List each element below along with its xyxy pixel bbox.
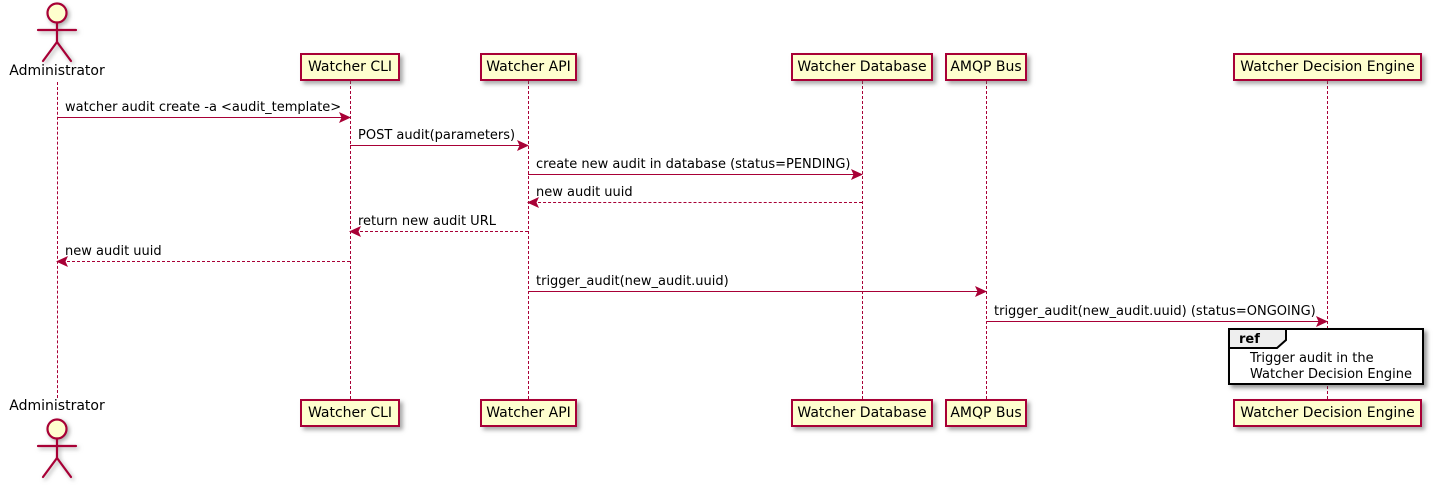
participant-label: Watcher Decision Engine: [1240, 405, 1415, 421]
arrowhead-icon: [517, 140, 529, 151]
actor-icon: [36, 418, 78, 479]
participant-label: Watcher Decision Engine: [1240, 59, 1415, 75]
participant-amqp-bus-top: AMQP Bus: [945, 53, 1027, 81]
message-3: create new audit in database (status=PEN…: [528, 155, 863, 180]
arrowhead-icon: [1316, 316, 1328, 327]
lifeline-watcher-decision-engine: [1327, 81, 1328, 399]
participant-watcher-cli-bottom: Watcher CLI: [300, 399, 400, 427]
message-line: [528, 174, 862, 175]
message-line: [57, 117, 350, 118]
lifeline-administrator: [57, 82, 58, 398]
message-label: new audit uuid: [536, 185, 633, 200]
ref-header: ref: [1228, 328, 1287, 349]
message-label: new audit uuid: [65, 244, 162, 259]
ref-fragment: ref Trigger audit in the Watcher Decisio…: [1228, 328, 1424, 385]
message-5: return new audit URL: [349, 212, 528, 237]
participant-amqp-bus-bottom: AMQP Bus: [945, 399, 1027, 427]
participant-watcher-api-top: Watcher API: [480, 53, 577, 81]
ref-text-line: Watcher Decision Engine: [1250, 367, 1412, 382]
participant-watcher-database-top: Watcher Database: [791, 53, 933, 81]
message-label: trigger_audit(new_audit.uuid) (status=ON…: [994, 304, 1316, 319]
arrowhead-icon: [339, 112, 351, 123]
lifeline-watcher-api: [528, 81, 529, 399]
message-4: new audit uuid: [527, 183, 862, 208]
message-2: POST audit(parameters): [350, 126, 529, 151]
ref-keyword: ref: [1239, 332, 1260, 347]
lifeline-watcher-database: [862, 81, 863, 399]
lifeline-amqp-bus: [986, 81, 987, 399]
message-label: create new audit in database (status=PEN…: [536, 157, 851, 172]
message-line: [986, 321, 1327, 322]
message-8: trigger_audit(new_audit.uuid) (status=ON…: [986, 302, 1328, 327]
arrowhead-icon: [349, 226, 361, 237]
ref-text-line: Trigger audit in the: [1250, 351, 1374, 366]
participant-label: Watcher Database: [797, 59, 927, 75]
arrowhead-icon: [975, 286, 987, 297]
ref-text: Trigger audit in the Watcher Decision En…: [1250, 351, 1412, 383]
message-label: trigger_audit(new_audit.uuid): [536, 274, 729, 289]
participant-label: AMQP Bus: [950, 405, 1022, 421]
participant-watcher-decision-engine-bottom: Watcher Decision Engine: [1233, 399, 1422, 427]
participant-watcher-database-bottom: Watcher Database: [791, 399, 933, 427]
participant-label: Watcher Database: [797, 405, 927, 421]
participant-watcher-api-bottom: Watcher API: [480, 399, 577, 427]
actor-label-bottom: Administrator: [9, 398, 105, 414]
participant-label: Watcher CLI: [307, 59, 393, 75]
participant-label: Watcher CLI: [307, 405, 393, 421]
arrowhead-icon: [851, 169, 863, 180]
message-label: watcher audit create -a <audit_template>: [65, 100, 342, 115]
message-6: new audit uuid: [56, 242, 350, 267]
message-line: [57, 261, 350, 262]
message-line: [350, 231, 528, 232]
arrowhead-icon: [56, 256, 68, 267]
actor-icon: [36, 2, 78, 63]
message-label: POST audit(parameters): [358, 128, 516, 143]
actor-label-top: Administrator: [9, 63, 105, 79]
participant-label: AMQP Bus: [950, 59, 1022, 75]
message-1: watcher audit create -a <audit_template>: [57, 98, 351, 123]
participant-label: Watcher API: [486, 405, 571, 421]
message-7: trigger_audit(new_audit.uuid): [528, 272, 987, 297]
lifeline-watcher-cli: [350, 81, 351, 399]
message-line: [350, 145, 528, 146]
participant-label: Watcher API: [486, 59, 571, 75]
message-label: return new audit URL: [358, 214, 496, 229]
message-line: [528, 202, 862, 203]
arrowhead-icon: [527, 197, 539, 208]
message-line: [528, 291, 986, 292]
participant-watcher-decision-engine-top: Watcher Decision Engine: [1233, 53, 1422, 81]
participant-watcher-cli-top: Watcher CLI: [300, 53, 400, 81]
